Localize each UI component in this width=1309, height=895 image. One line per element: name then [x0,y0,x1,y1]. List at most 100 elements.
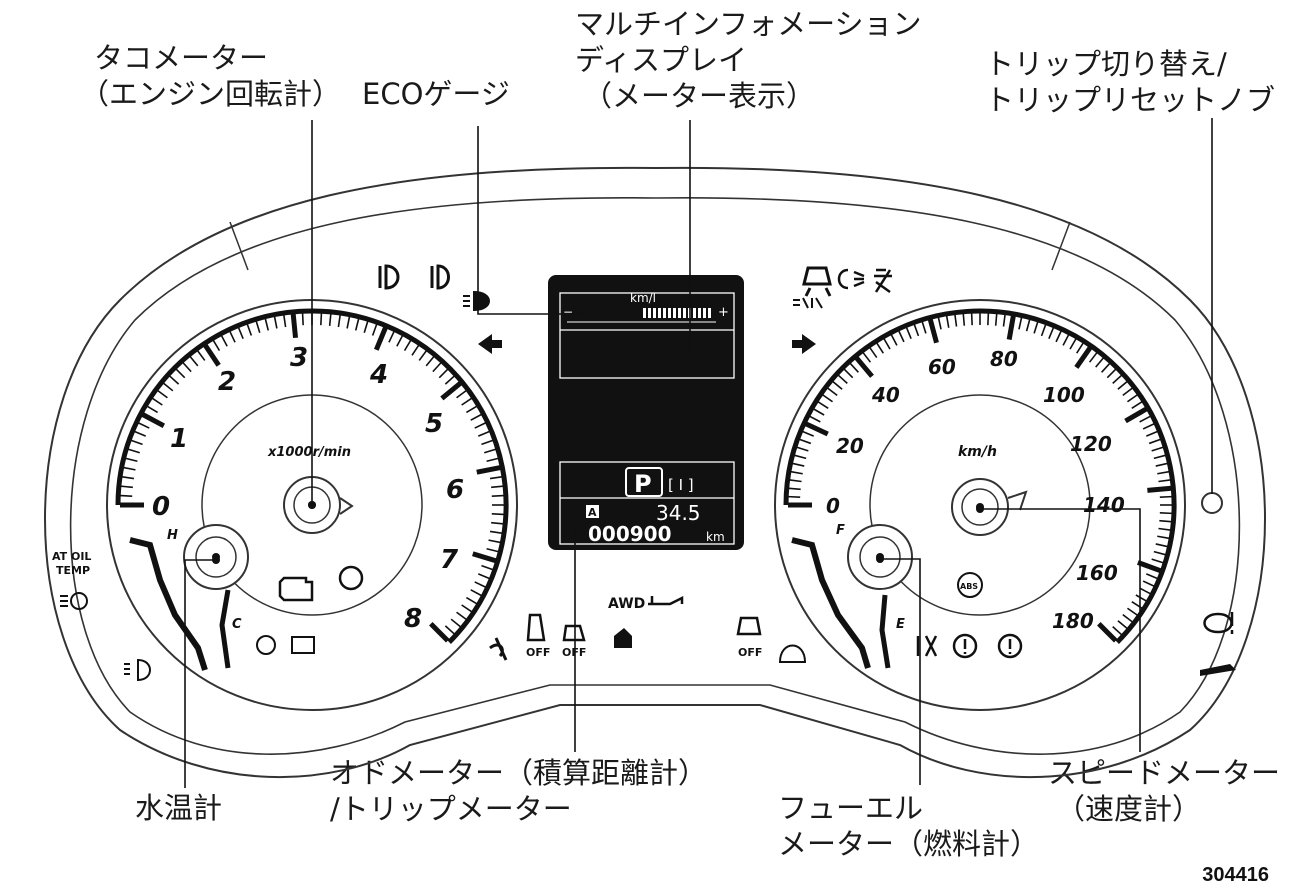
speedometer-minor-tick [1101,362,1111,373]
speedometer-minor-tick [876,342,884,354]
tach-label-1: 1 [170,424,188,454]
eco-bar-segment [643,308,646,318]
speedometer-minor-tick [1159,512,1172,515]
tachometer-minor-tick [484,448,496,454]
tachometer-minor-tick [346,316,351,329]
tach-label-6: 6 [446,475,464,505]
leader-dots [212,310,984,564]
speedometer-minor-tick [1112,374,1123,384]
speedometer-minor-tick [1095,357,1105,368]
tachometer-minor-tick [470,589,482,597]
tachometer-minor-tick [175,368,186,379]
headlight-indicator-icons [378,264,490,312]
speedometer-major-tick [1124,406,1148,424]
tachometer-minor-tick [477,430,490,437]
speedometer-minor-tick [1145,573,1158,580]
speedometer-minor-tick [792,462,805,467]
callout-eco-gauge-text: ECOゲージ [362,77,510,111]
speedometer-minor-tick [970,313,973,326]
callout-odometer: オドメーター（積算距離計） /トリップメーター [330,755,707,827]
tachometer-minor-tick [411,344,420,356]
eco-bar-segment [678,308,681,318]
off-label-1: OFF [526,646,550,659]
vdc-off-icon [736,616,762,636]
vehicle-dynamics-icon [802,266,832,297]
fog-lamp-icon [430,264,450,290]
temp-hot-label: H [167,528,178,543]
callout-speedometer-line1: スピードメーター [1048,756,1281,790]
speedometer-minor-tick [788,487,801,491]
speed-label-100: 100 [1043,383,1085,407]
left-turn-arrow-icon [478,334,502,354]
tire-pressure-icon [997,633,1023,659]
eco-bar-segment [708,308,711,318]
front-fog-icon [837,268,865,290]
speedometer-minor-tick [1048,327,1055,340]
tachometer-major-tick [476,465,501,475]
battery-icon [291,636,315,654]
speed-label-20: 20 [836,434,864,458]
callout-water-temp-text: 水温計 [135,791,223,825]
abs-indicator: ABS [960,582,978,591]
callout-trip-knob-line1: トリップ切り替え/ [985,47,1227,81]
housing-seam-right [1051,221,1071,271]
position-lamp-icon [793,297,823,309]
tachometer-minor-tick [138,422,150,429]
security-icon [614,628,632,648]
speedometer-minor-tick [837,374,848,384]
speedometer-minor-tick [832,380,843,390]
tachometer-minor-tick [157,389,168,399]
speedometer-minor-tick [1076,342,1084,354]
speedometer-minor-tick [849,362,859,373]
speedometer-minor-tick [1153,550,1166,556]
speed-label-140: 140 [1083,493,1125,517]
speedometer-minor-tick [1117,620,1128,630]
eco-lamp-icon [463,290,490,312]
auto-headlight-icon [60,595,68,607]
speedometer-minor-tick [1002,314,1006,327]
trip-knob[interactable] [1201,492,1223,514]
speedometer-major-tick [1074,346,1093,369]
tachometer-minor-tick [212,339,221,352]
tachometer-minor-tick [134,430,147,437]
front-fog-lower-icon [124,658,151,682]
tachometer-minor-tick [189,356,199,367]
speedometer-minor-tick [1112,626,1123,636]
hill-descent-icon [1200,664,1236,676]
speedometer-major-tick [854,356,874,378]
eco-bar-segment [648,308,651,318]
eyesight-icon [916,635,938,657]
tachometer-minor-tick [120,485,133,489]
tachometer-minor-tick [470,413,482,421]
speedometer-minor-tick [1018,317,1023,330]
speedometer-minor-tick [1157,470,1170,475]
tachometer-minor-tick [388,331,395,343]
power-steering-icon [1203,612,1234,634]
tachometer-major-tick [440,381,463,401]
tachometer-minor-tick [491,485,504,489]
speedometer-minor-tick [1159,519,1172,523]
eco-bar-segment [658,308,661,318]
callout-fuel-meter: フューエル メーター（燃料計） [778,790,1039,862]
speedometer-scale-arc [783,308,1177,644]
speedometer-minor-tick [1155,543,1168,548]
speedometer-hub [951,478,1028,536]
speedometer-minor-tick [1106,368,1117,379]
tachometer-minor-tick [182,362,192,373]
auto-hold-icon [256,635,276,655]
speedometer-minor-tick [843,368,854,379]
speedometer-minor-tick [1139,587,1151,595]
speedometer-minor-tick [809,415,821,423]
gear-indicator: P [634,470,652,498]
callout-speedometer-line2: （速度計） [1056,792,1202,826]
speedometer-minor-tick [1033,321,1039,334]
tachometer-major-tick [203,343,221,367]
callout-fuel-meter-line2: メーター（燃料計） [778,827,1040,861]
tachometer-minor-tick [491,494,504,497]
speedometer-minor-tick [1040,324,1047,337]
speedometer-unit: km/h [958,444,997,460]
speedometer-major-tick [927,318,939,344]
trip-value: 34.5 [656,501,701,525]
multi-information-display: km/l − + P [ I ] A 34.5 000900 km [548,275,744,550]
speed-label-0: 0 [826,494,840,518]
